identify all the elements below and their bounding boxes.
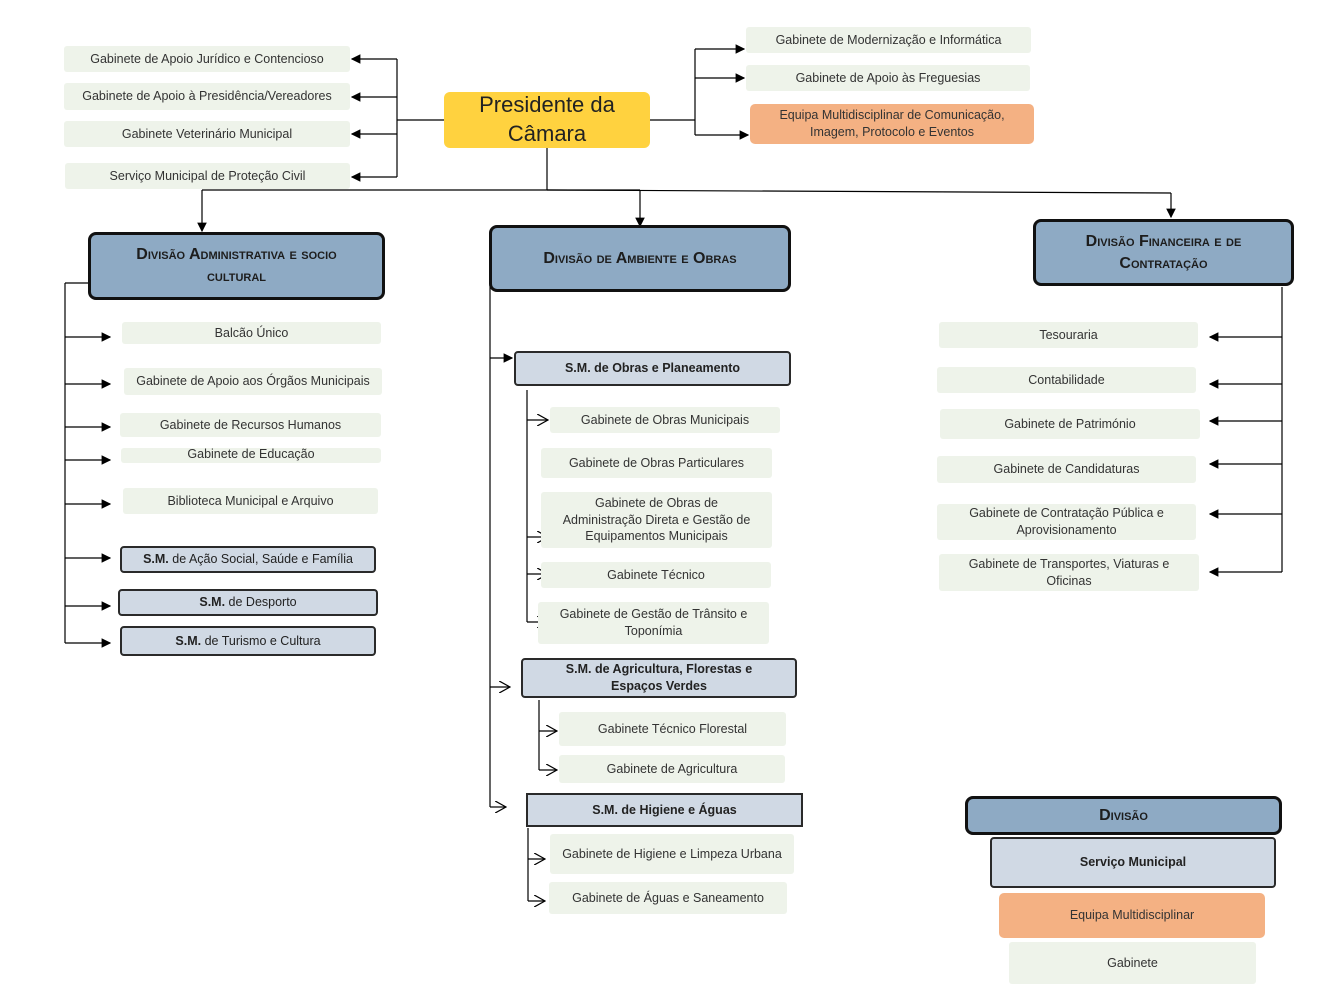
unit-label: Gabinete de Obras de Administração Diret… bbox=[562, 495, 751, 544]
service-box: S.M. de Ação Social, Saúde e Família bbox=[120, 546, 376, 573]
unit-box: Gabinete de Património bbox=[940, 409, 1200, 439]
legend-division: Divisão bbox=[965, 796, 1282, 835]
team-box: Equipa Multidisciplinar de Comunicação, … bbox=[750, 104, 1034, 144]
division-ambiente-title: Divisão de Ambiente e Obras bbox=[543, 249, 737, 267]
unit-label: Gabinete de Transportes, Viaturas e Ofic… bbox=[968, 556, 1170, 588]
unit-label: Gabinete Técnico bbox=[607, 567, 705, 582]
unit-label: Gabinete de Modernização e Informática bbox=[775, 32, 1002, 47]
president-box: Presidente da Câmara bbox=[444, 92, 650, 148]
unit-box: Gabinete de Obras de Administração Diret… bbox=[541, 492, 772, 548]
legend-division-label: Divisão bbox=[1099, 806, 1148, 824]
unit-box: Gabinete de Obras Municipais bbox=[550, 407, 780, 433]
unit-label: Balcão Único bbox=[214, 325, 289, 340]
unit-box: Gabinete Veterinário Municipal bbox=[64, 121, 350, 147]
unit-box: Gabinete de Candidaturas bbox=[937, 456, 1196, 483]
unit-label: Gabinete de Candidaturas bbox=[993, 462, 1140, 477]
division-ambiente-box: Divisão de Ambiente e Obras bbox=[489, 225, 791, 292]
unit-label: Gabinete de Apoio aos Órgãos Municipais bbox=[136, 374, 370, 389]
unit-label: Tesouraria bbox=[1039, 327, 1098, 342]
unit-box: Gabinete de Contratação Pública e Aprovi… bbox=[937, 504, 1196, 540]
service-box: S.M. de Agricultura, Florestas e Espaços… bbox=[521, 658, 797, 698]
unit-box: Gabinete de Águas e Saneamento bbox=[549, 882, 787, 914]
legend-service: Serviço Municipal bbox=[990, 837, 1276, 888]
unit-label: Gabinete de Contratação Pública e Aprovi… bbox=[969, 506, 1164, 537]
division-admin-title: Divisão Administrativa e socio cultural bbox=[136, 246, 337, 285]
service-label: S.M. de Obras e Planeamento bbox=[564, 361, 741, 376]
unit-box: Gabinete de Higiene e Limpeza Urbana bbox=[550, 834, 794, 874]
unit-box: Gabinete de Apoio aos Órgãos Municipais bbox=[124, 368, 382, 395]
legend-office: Gabinete bbox=[1009, 942, 1256, 984]
legend-team-label: Equipa Multidisciplinar bbox=[1069, 908, 1195, 923]
unit-label: Gabinete de Gestão de Trânsito e Toponím… bbox=[559, 607, 748, 638]
unit-label: Gabinete de Higiene e Limpeza Urbana bbox=[562, 846, 782, 861]
division-admin-box: Divisão Administrativa e socio cultural bbox=[88, 232, 385, 300]
legend-office-label: Gabinete bbox=[1107, 955, 1158, 970]
unit-box: Gabinete de Gestão de Trânsito e Toponím… bbox=[538, 602, 769, 644]
service-label: S.M. de Agricultura, Florestas e Espaços… bbox=[565, 662, 753, 693]
unit-box: Serviço Municipal de Proteção Civil bbox=[65, 163, 350, 189]
unit-label: Gabinete de Obras Municipais bbox=[580, 412, 750, 427]
service-label: S.M. de Turismo e Cultura bbox=[175, 633, 321, 648]
unit-label: Serviço Municipal de Proteção Civil bbox=[109, 168, 306, 183]
unit-label: Gabinete Técnico Florestal bbox=[597, 721, 748, 736]
president-label: Presidente da Câmara bbox=[479, 92, 615, 146]
service-label: S.M. de Higiene e Águas bbox=[592, 802, 737, 817]
unit-box: Gabinete de Modernização e Informática bbox=[746, 27, 1031, 53]
unit-box: Gabinete de Transportes, Viaturas e Ofic… bbox=[939, 554, 1199, 591]
unit-box: Gabinete de Agricultura bbox=[559, 755, 785, 783]
unit-label: Gabinete de Agricultura bbox=[606, 761, 738, 776]
unit-label: Gabinete de Apoio às Freguesias bbox=[795, 70, 981, 85]
team-label: Equipa Multidisciplinar de Comunicação, … bbox=[779, 108, 1005, 139]
division-financeira-box: Divisão Financeira e de Contratação bbox=[1033, 219, 1294, 286]
unit-box: Balcão Único bbox=[122, 322, 381, 344]
unit-label: Biblioteca Municipal e Arquivo bbox=[167, 493, 334, 508]
unit-box: Biblioteca Municipal e Arquivo bbox=[123, 488, 378, 514]
unit-box: Gabinete de Obras Particulares bbox=[541, 448, 772, 478]
unit-label: Gabinete Veterinário Municipal bbox=[121, 126, 293, 141]
unit-label: Contabilidade bbox=[1028, 372, 1105, 387]
unit-box: Gabinete de Apoio à Presidência/Vereador… bbox=[64, 83, 350, 110]
unit-box: Gabinete Técnico bbox=[541, 562, 771, 588]
unit-box: Gabinete de Educação bbox=[121, 447, 381, 463]
service-box: S.M. de Higiene e Águas bbox=[526, 793, 803, 827]
unit-label: Gabinete de Património bbox=[1004, 416, 1136, 431]
unit-box: Gabinete Técnico Florestal bbox=[559, 712, 786, 746]
unit-box: Tesouraria bbox=[939, 322, 1198, 348]
legend-team: Equipa Multidisciplinar bbox=[999, 893, 1265, 938]
service-label: S.M. de Ação Social, Saúde e Família bbox=[143, 552, 353, 567]
unit-label: Gabinete de Apoio Jurídico e Contencioso bbox=[90, 51, 324, 66]
service-box: S.M. de Desporto bbox=[118, 589, 378, 616]
division-financeira-title: Divisão Financeira e de Contratação bbox=[1085, 232, 1242, 272]
unit-box: Gabinete de Recursos Humanos bbox=[120, 413, 381, 437]
unit-label: Gabinete de Apoio à Presidência/Vereador… bbox=[82, 89, 332, 104]
service-box: S.M. de Turismo e Cultura bbox=[120, 626, 376, 656]
unit-box: Gabinete de Apoio Jurídico e Contencioso bbox=[64, 46, 350, 72]
service-box: S.M. de Obras e Planeamento bbox=[514, 351, 791, 386]
unit-label: Gabinete de Educação bbox=[187, 447, 315, 461]
unit-box: Contabilidade bbox=[937, 367, 1196, 393]
unit-label: Gabinete de Águas e Saneamento bbox=[572, 890, 764, 905]
unit-label: Gabinete de Obras Particulares bbox=[568, 455, 745, 470]
unit-label: Gabinete de Recursos Humanos bbox=[159, 417, 342, 432]
service-label: S.M. de Desporto bbox=[199, 595, 297, 610]
legend-service-label: Serviço Municipal bbox=[1079, 855, 1187, 870]
unit-box: Gabinete de Apoio às Freguesias bbox=[746, 65, 1030, 91]
